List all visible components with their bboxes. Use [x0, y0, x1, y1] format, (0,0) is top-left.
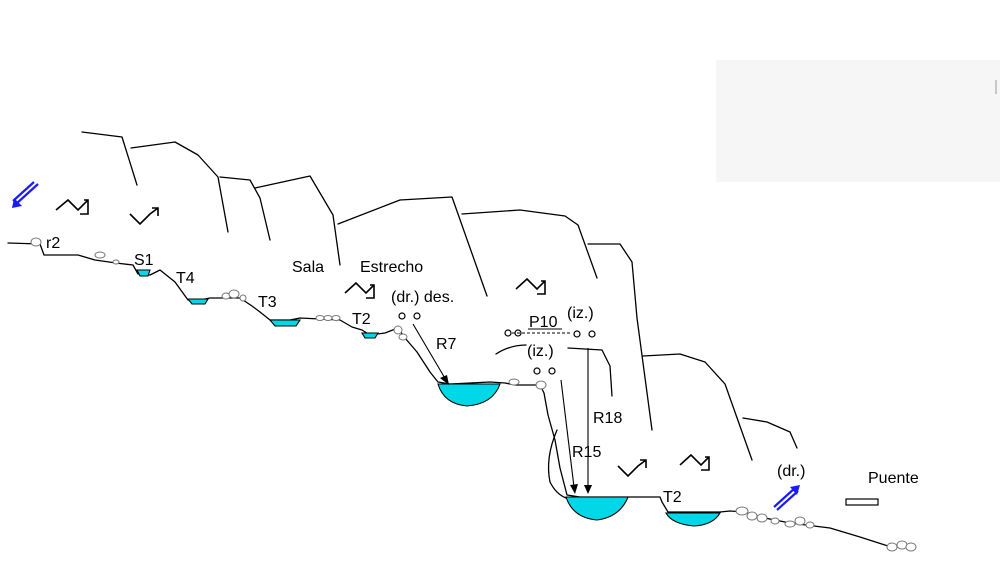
label-sala: Sala: [292, 259, 324, 276]
boulders: [30, 237, 917, 552]
boulder: [794, 516, 806, 526]
anchor-ring-icon: [413, 312, 421, 320]
arrow-up-right-icon: [773, 487, 796, 508]
labels: r2 S1 T4 T3 Sala Estrecho T2 (dr.) des. …: [46, 235, 919, 506]
label-t2-lower: T2: [663, 489, 682, 506]
pool-r15: [565, 496, 629, 521]
wall-1: [81, 131, 138, 186]
boulder: [30, 237, 42, 247]
riverbed-profile: [7, 242, 911, 549]
rappel-r15-right-arrowhead: [584, 485, 592, 494]
boulder: [756, 513, 768, 523]
boulder: [905, 542, 917, 552]
wall-2: [130, 141, 229, 233]
rappel-r7-line: [412, 323, 447, 381]
anchor-ring-icon: [398, 312, 406, 320]
wall-9: [742, 417, 798, 449]
label-iz-lower: (iz.): [527, 343, 554, 360]
label-r7: R7: [436, 336, 457, 353]
wall-r15-left: [547, 429, 567, 499]
label-t3: T3: [258, 294, 277, 311]
pool-t3: [268, 319, 302, 327]
rappel-r15-left-line: [560, 379, 575, 488]
boulder: [112, 259, 120, 265]
anchor-ring-icon: [588, 330, 596, 338]
boulder: [228, 289, 240, 299]
label-r18: R18: [593, 410, 622, 427]
pool-s1: [136, 269, 151, 277]
boulder: [393, 325, 403, 335]
boulder: [735, 506, 749, 516]
label-r2: r2: [46, 235, 60, 252]
label-t2-upper: T2: [352, 311, 371, 328]
arrow-down-left-icon-shaft: [12, 181, 35, 202]
label-s1: S1: [134, 252, 154, 269]
label-dr-exit: (dr.): [777, 463, 805, 480]
boulder: [323, 315, 333, 321]
label-dr-des: (dr.) des.: [391, 289, 454, 306]
label-r15: R15: [572, 444, 601, 461]
anchor-ring-icon: [573, 330, 581, 338]
label-p10: P10: [529, 314, 558, 331]
turn-arrow-icon: [679, 453, 710, 471]
boulder: [886, 542, 898, 552]
pool-r7: [437, 383, 501, 407]
access-arrows: [12, 181, 800, 511]
turn-arrow-icon: [515, 277, 546, 295]
label-estrecho: Estrecho: [360, 259, 423, 276]
pool-t2-lower: [665, 512, 721, 527]
anchor-ring-icon: [533, 367, 541, 375]
wall-5: [337, 196, 488, 297]
wall-iz-lower: [495, 344, 527, 355]
wall-4: [254, 175, 341, 266]
boulder: [805, 521, 815, 529]
label-puente: Puente: [868, 470, 919, 487]
arrow-up-right-icon-head: [790, 485, 800, 495]
arrow-up-right-icon-shaft: [776, 490, 799, 511]
rappel-r7-arrowhead: [440, 375, 449, 385]
wall-7: [587, 243, 653, 431]
rappel-r15-left-arrowhead: [570, 484, 578, 494]
pool-t2-upper: [361, 332, 379, 339]
label-iz-upper: (iz.): [567, 305, 594, 322]
anchor-ring-icon: [504, 329, 512, 337]
boulder: [239, 294, 247, 302]
boulder: [784, 520, 796, 528]
turn-arrow-icon: [129, 207, 159, 226]
rappels: [412, 323, 592, 494]
anchors: [398, 312, 596, 375]
background-panel: [716, 60, 1000, 182]
turn-arrow-icon: [617, 459, 647, 478]
canyon-walls: [81, 131, 798, 499]
boulder: [398, 333, 408, 341]
boulder: [896, 540, 908, 550]
turn-arrow-icon: [344, 281, 375, 299]
turn-arrow-icon: [55, 198, 89, 215]
boulder: [535, 380, 547, 390]
boulder: [746, 511, 758, 521]
label-t4: T4: [176, 270, 195, 287]
boulder: [331, 315, 341, 321]
wall-8: [642, 353, 753, 461]
pool-t4: [186, 298, 209, 305]
boulder: [770, 517, 780, 525]
water-pools: [136, 269, 721, 527]
bridge-icon: [845, 498, 879, 506]
arrow-down-left-icon-head: [12, 198, 22, 208]
boulder: [94, 251, 106, 259]
wall-3: [219, 176, 271, 241]
wall-6: [461, 209, 598, 279]
boulder: [508, 378, 520, 386]
turn-symbols: [55, 198, 710, 478]
arrow-down-left-icon: [15, 183, 39, 205]
boulder: [315, 315, 325, 321]
anchor-ring-icon: [548, 367, 556, 375]
wall-r18: [567, 347, 613, 397]
